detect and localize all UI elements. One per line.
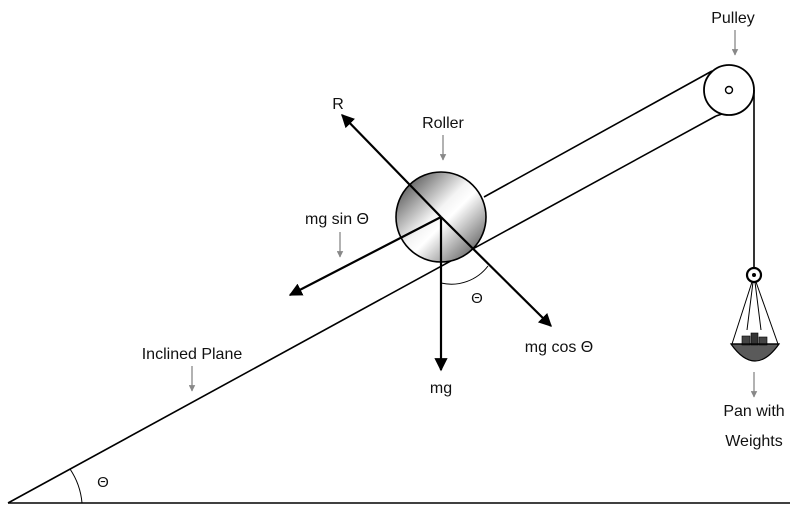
inclined-plane-label: Inclined Plane [142,346,243,363]
mg-label: mg [430,380,452,397]
pan-label-line1: Pan with [723,403,784,420]
weight-left [741,335,751,346]
upper-rope [483,70,713,198]
pan-string-left [731,281,753,345]
weight-mid [750,332,759,346]
theta-roller-label: Θ [471,290,483,307]
weight-right [758,336,768,346]
theta-arc-base [69,468,83,504]
force-mg-sin-arrow [288,216,442,296]
theta-base-label: Θ [97,474,109,491]
mg-sin-label: mg sin Θ [305,211,369,228]
pan-label-line2: Weights [725,433,783,450]
theta-arc-roller [440,265,489,285]
pulley-label: Pulley [711,10,755,27]
force-mg-cos-arrow [440,216,552,327]
reaction-label: R [332,96,344,113]
pan-string-right [755,281,779,345]
pan-string-mid-right [754,281,762,331]
pan [729,343,781,362]
inclined-plane-surface [7,115,717,504]
roller-label: Roller [422,115,464,132]
pan-string-mid-left [746,281,754,331]
pulley-axle [724,85,734,95]
mg-cos-label: mg cos Θ [525,339,593,356]
hook-ring-center [752,273,756,277]
force-reaction-arrow [341,114,442,218]
